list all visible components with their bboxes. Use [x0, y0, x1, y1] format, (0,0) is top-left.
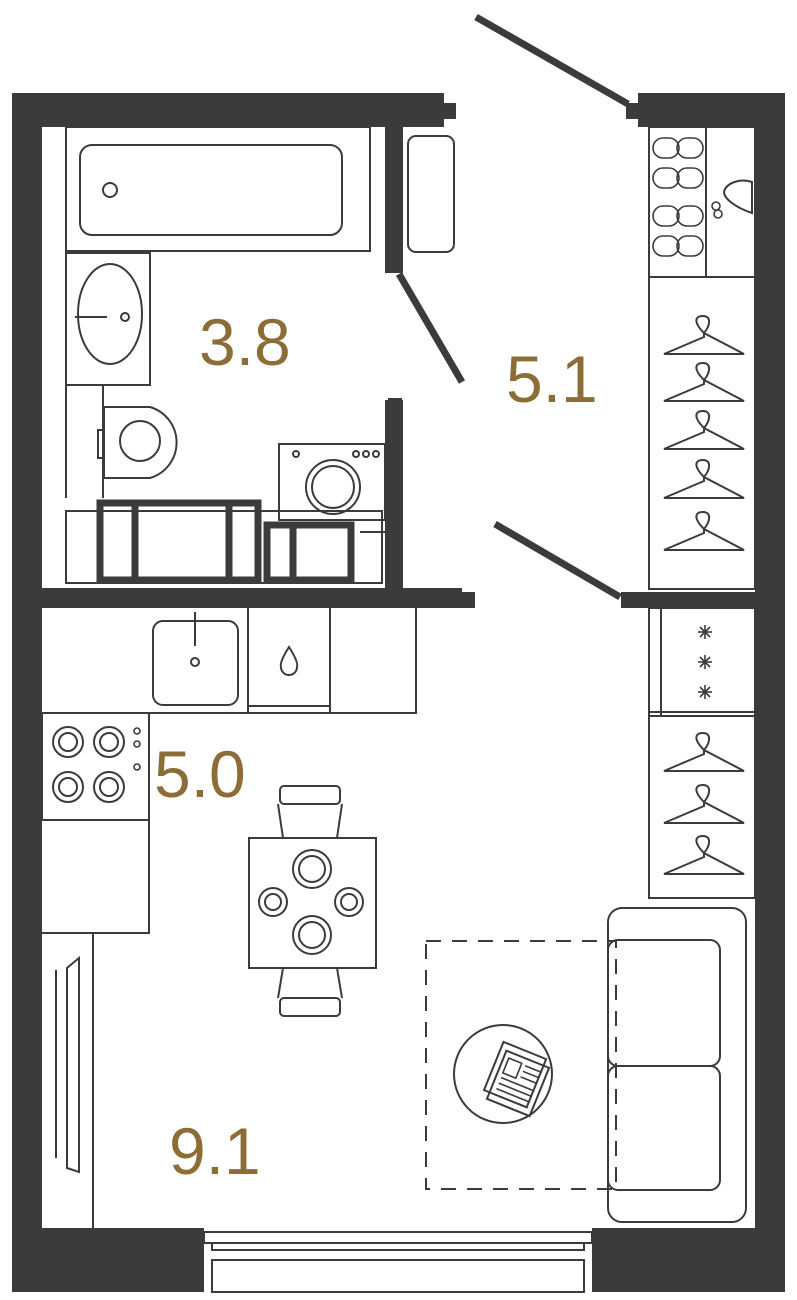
wall-right: [755, 93, 785, 1292]
air-conditioner-icon: [648, 607, 756, 717]
cap-icon: [711, 179, 753, 219]
wall-bathroom-right-upper: [385, 127, 403, 273]
toilet-icon: [65, 386, 178, 498]
sofa-icon: [607, 907, 747, 1223]
area-label-bathroom: 3.8: [199, 305, 291, 379]
area-label-hallway: 5.1: [506, 342, 598, 416]
kitchen-counter: [42, 608, 417, 714]
wall-top-right-cap: [626, 103, 638, 119]
hanger-icon: [663, 314, 745, 355]
tv-cabinet: [55, 933, 94, 1228]
wall-left: [12, 93, 42, 1292]
wall-bathroom-bottom: [42, 588, 462, 608]
wall-bathroom-right-cap: [388, 398, 402, 408]
kitchen-sink-icon: [152, 612, 239, 706]
wall-bathroom-right-lower: [385, 400, 403, 588]
walls: [12, 93, 785, 1292]
stove-icon: [41, 712, 150, 821]
wall-hall-right-stub: [635, 592, 755, 608]
area-label-kitchen: 5.0: [154, 737, 246, 811]
wall-bathroom-bottom-cap: [462, 592, 475, 608]
wall-hall-right-cap: [621, 592, 635, 608]
wardrobe-lower: [648, 715, 756, 899]
kitchen-cabinet: [42, 819, 150, 934]
bathroom-door: [395, 272, 466, 384]
wardrobe-upper: [648, 276, 756, 590]
window-icon: [203, 1231, 593, 1293]
bathtub-icon: [65, 126, 371, 252]
doors: [395, 13, 630, 601]
shoe-shelf: [648, 126, 756, 278]
slippers-icon: [652, 137, 704, 257]
washbasin-icon: [65, 252, 151, 386]
dining-table-icon: [248, 837, 377, 969]
washing-machine-icon: [278, 443, 386, 521]
entrance-door: [474, 13, 630, 108]
wall-top-left: [12, 93, 444, 127]
area-label-living: 9.1: [169, 1114, 261, 1188]
wall-bottom-right: [592, 1228, 785, 1292]
carpet-icon: [425, 940, 617, 1190]
kitchen-door: [493, 520, 622, 601]
wall-top-left-cap: [444, 103, 456, 119]
wall-bottom-left: [12, 1228, 204, 1292]
bathroom-shelf: [65, 499, 385, 584]
radiator-icon: [407, 135, 455, 253]
chair-icon: [277, 785, 343, 1017]
water-heater-icon: [247, 645, 331, 714]
